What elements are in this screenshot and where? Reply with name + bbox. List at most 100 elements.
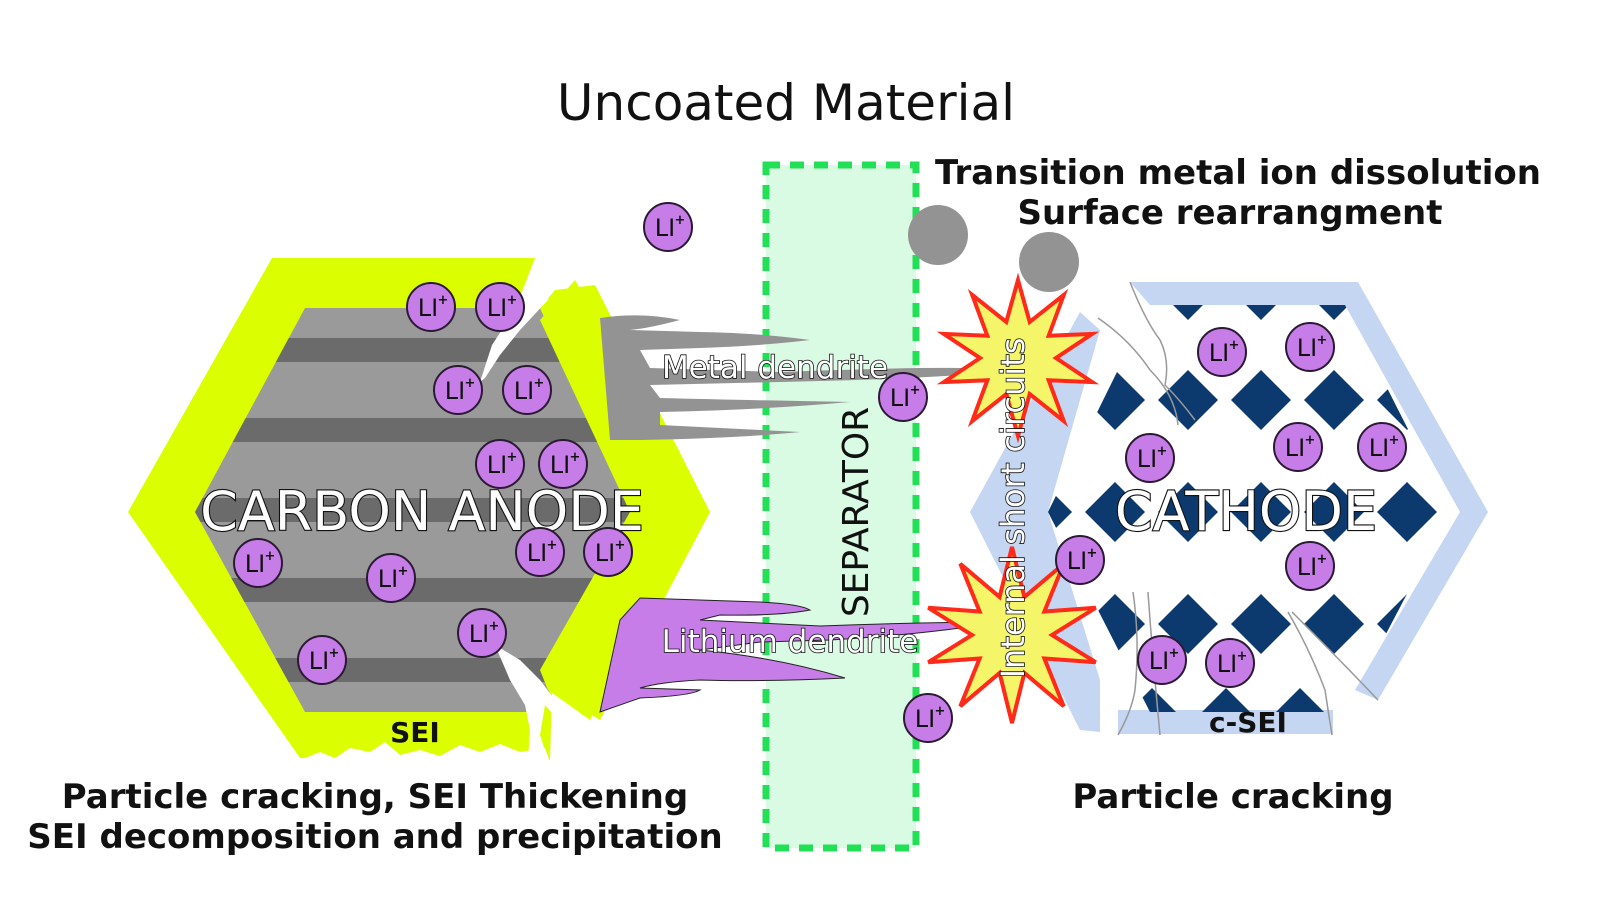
anode-crack-bottom xyxy=(495,645,580,760)
lithium-dendrite: Lithium dendrite xyxy=(599,597,1001,713)
metal-dendrite-label: Metal dendrite xyxy=(662,350,888,386)
ion-charge: + xyxy=(1317,552,1328,567)
ion-circle xyxy=(1357,422,1407,472)
ion-charge: + xyxy=(1169,646,1180,661)
separator-body xyxy=(762,161,920,852)
anode-sei-fragment xyxy=(540,280,708,720)
ion-circle xyxy=(1125,433,1175,483)
ion-symbol: LI xyxy=(309,647,329,675)
ion-symbol: LI xyxy=(514,377,534,405)
ion-charge: + xyxy=(507,450,518,465)
ion-symbol: LI xyxy=(1067,547,1087,575)
lithium-ion: LI+ xyxy=(583,527,633,577)
ion-circle xyxy=(1285,322,1335,372)
lithium-ion: LI+ xyxy=(643,202,693,252)
ion-symbol: LI xyxy=(527,539,547,567)
lithium-ion: LI+ xyxy=(502,365,552,415)
lithium-ion: LI+ xyxy=(406,282,456,332)
ion-circle xyxy=(903,693,953,743)
ion-circle xyxy=(457,608,507,658)
lithium-dendrite-shape xyxy=(599,597,1001,713)
lattice-diamond xyxy=(1158,370,1218,430)
lithium-ion: LI+ xyxy=(1055,535,1105,585)
lithium-ion: LI+ xyxy=(457,608,507,658)
ion-charge: + xyxy=(507,293,518,308)
ion-charge: + xyxy=(570,450,581,465)
lattice-diamond xyxy=(1231,594,1291,654)
lithium-ion: LI+ xyxy=(433,365,483,415)
burst-icon xyxy=(936,272,1100,444)
ion-circle xyxy=(515,527,565,577)
lattice-diamond xyxy=(1304,370,1364,430)
ion-charge: + xyxy=(935,704,946,719)
burst-icon xyxy=(927,546,1097,724)
ion-charge: + xyxy=(675,213,686,228)
short-circuit-label: Internal short circuits xyxy=(994,338,1032,679)
ion-circle xyxy=(297,635,347,685)
lithium-ion: LI+ xyxy=(1273,422,1323,472)
lithium-ion: LI+ xyxy=(297,635,347,685)
lithium-ion: LI+ xyxy=(475,282,525,332)
cathode-crack xyxy=(1287,611,1333,736)
ion-symbol: LI xyxy=(1137,445,1157,473)
ion-circle xyxy=(1055,535,1105,585)
lattice-diamond xyxy=(1231,370,1291,430)
cathode-lattice xyxy=(1048,305,1437,712)
anode-label: CARBON ANODE xyxy=(200,480,644,543)
lattice-diamond xyxy=(1196,688,1256,712)
ion-symbol: LI xyxy=(1369,434,1389,462)
graphite-stripe xyxy=(195,498,630,522)
ion-charge: + xyxy=(1317,333,1328,348)
lithium-ion: LI+ xyxy=(233,538,283,588)
cathode-top-note-line1: Transition metal ion dissolution xyxy=(935,153,1541,193)
ion-symbol: LI xyxy=(469,620,489,648)
ion-symbol: LI xyxy=(890,384,910,412)
cathode-sei-label: c-SEI xyxy=(1209,706,1287,739)
ion-symbol: LI xyxy=(1297,334,1317,362)
ion-symbol: LI xyxy=(1209,339,1229,367)
cathode-crack xyxy=(1291,611,1379,701)
cathode-label: CATHODE xyxy=(1115,480,1377,543)
anode-sei-label: SEI xyxy=(390,716,440,749)
ion-charge: + xyxy=(265,549,276,564)
cathode-sei-band xyxy=(1118,710,1333,734)
lithium-ion: LI+ xyxy=(475,439,525,489)
lithium-ion: LI+ xyxy=(515,527,565,577)
ion-circle xyxy=(433,365,483,415)
ion-charge: + xyxy=(465,376,476,391)
diagram-title: Uncoated Material xyxy=(557,74,1015,132)
short-circuit-bursts: Internal short circuits xyxy=(927,272,1100,724)
ion-charge: + xyxy=(534,376,545,391)
lattice-diamond xyxy=(1304,594,1364,654)
lithium-ion: LI+ xyxy=(1285,322,1335,372)
ion-circle xyxy=(475,282,525,332)
separator-label: SEPARATOR xyxy=(836,407,877,617)
ion-symbol: LI xyxy=(1149,647,1169,675)
ion-charge: + xyxy=(910,383,921,398)
ion-circle xyxy=(1205,638,1255,688)
lithium-ion: LI+ xyxy=(538,439,588,489)
ion-symbol: LI xyxy=(487,294,507,322)
lattice-diamond xyxy=(1085,482,1145,542)
ion-charge: + xyxy=(1157,444,1168,459)
ion-circle xyxy=(878,372,928,422)
ion-symbol: LI xyxy=(378,565,398,593)
ion-circle xyxy=(475,439,525,489)
sei-decomposition-edge xyxy=(300,742,550,762)
lithium-dendrite-label: Lithium dendrite xyxy=(662,624,919,660)
ion-charge: + xyxy=(398,564,409,579)
ion-circle xyxy=(1273,422,1323,472)
ion-symbol: LI xyxy=(595,539,615,567)
ion-charge: + xyxy=(329,646,340,661)
lithium-ions: LI+LI+LI+LI+LI+LI+LI+LI+LI+LI+LI+LI+LI+L… xyxy=(233,202,1407,743)
lithium-ion: LI+ xyxy=(1197,327,1247,377)
lithium-ion: LI+ xyxy=(903,693,953,743)
ion-circle xyxy=(366,553,416,603)
lattice-diamond xyxy=(1377,482,1437,542)
ion-charge: + xyxy=(438,293,449,308)
anode-caption-line1: Particle cracking, SEI Thickening xyxy=(62,777,688,817)
lattice-diamond xyxy=(1048,482,1072,542)
ion-symbol: LI xyxy=(550,451,570,479)
ion-symbol: LI xyxy=(1297,553,1317,581)
ion-circle xyxy=(1137,635,1187,685)
